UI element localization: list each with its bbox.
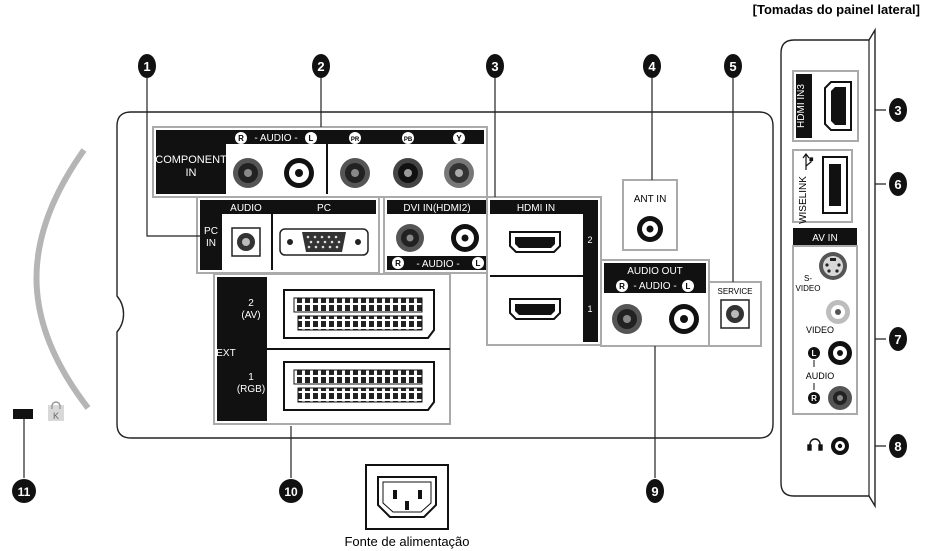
side-wiselink-block: WISELINK (792, 149, 853, 224)
svg-text:1: 1 (143, 59, 150, 74)
side-hdmi3-block: HDMI IN3 (792, 70, 859, 142)
y-badge (453, 132, 465, 144)
pc-vga-port[interactable] (279, 228, 369, 256)
svg-text:3: 3 (894, 103, 901, 118)
ant-in-label: ANT IN (634, 194, 667, 205)
pc-label: PC (317, 203, 331, 214)
svg-text:L: L (812, 349, 817, 358)
cable-curve (33, 148, 91, 410)
svg-text:8: 8 (894, 439, 901, 454)
service-block: SERVICE (708, 281, 762, 347)
callout-2: 2 (312, 54, 330, 78)
callout-4: 4 (643, 54, 661, 78)
svg-text:R: R (619, 282, 625, 291)
service-label: SERVICE (718, 287, 753, 296)
audio-r-badge (235, 132, 247, 144)
dvi-in-block: DVI IN(HDMI2) R - AUDIO - L (383, 196, 491, 274)
callout-9: 9 (646, 479, 664, 503)
hdmi-port-2-label: 2 (587, 235, 592, 245)
component-label-in: IN (186, 167, 197, 179)
svg-text:R: R (395, 259, 401, 268)
side-av-in-block: AV IN S- VIDEO VIDEO L AUDIO R (792, 228, 858, 415)
svg-text:6: 6 (894, 177, 901, 192)
svg-text:2: 2 (317, 59, 324, 74)
pc-in-label: PC (204, 226, 218, 237)
usb-icon (802, 153, 814, 170)
svg-text:11: 11 (18, 485, 31, 499)
svg-text:7: 7 (894, 332, 901, 347)
svg-text:R: R (811, 394, 817, 403)
svg-text:PR: PR (351, 137, 360, 143)
hdmi-port-1[interactable] (509, 298, 561, 320)
headphone-icon (807, 438, 823, 451)
component-audio-label: - AUDIO - (254, 133, 297, 144)
hdmi-port-2[interactable] (509, 231, 561, 253)
ext-1-label: 1 (248, 372, 254, 383)
hdmi-in-block: HDMI IN 2 1 (486, 196, 602, 346)
pr-badge (349, 132, 361, 144)
ant-in-block: ANT IN (622, 179, 678, 251)
kensington-slot (13, 409, 33, 419)
ext-2-label: 2 (248, 298, 254, 309)
video-label: VIDEO (806, 325, 834, 335)
av-in-label: AV IN (812, 233, 837, 244)
audio-out-audio-label: - AUDIO - (633, 281, 676, 292)
side-panel-title: [Tomadas do painel lateral] (753, 2, 920, 17)
power-label: Fonte de alimentação (344, 534, 469, 549)
callout-1: 1 (138, 54, 156, 78)
callout-3: 3 (486, 54, 504, 78)
ext-1-rgb-label: (RGB) (237, 384, 265, 395)
svg-text:4: 4 (648, 59, 656, 74)
ext-label: EXT (216, 348, 235, 359)
svg-text:PB: PB (404, 137, 413, 143)
svg-text:K: K (53, 411, 59, 421)
svg-text:Y: Y (456, 134, 462, 143)
hdmi-title: HDMI IN (517, 203, 555, 214)
pc-audio-jack[interactable] (231, 227, 261, 257)
side-hdmi3-port[interactable] (824, 81, 852, 131)
callout-10: 10 (279, 479, 303, 503)
ext-block: EXT 2 (AV) 1 (RGB) (213, 273, 451, 425)
audio-out-block: AUDIO OUT R - AUDIO - L (600, 259, 710, 347)
pc-audio-label: AUDIO (230, 203, 262, 214)
callout-7: 7 (889, 327, 907, 351)
component-in-block: COMPONENT IN R - AUDIO - L PR PB Y (152, 126, 488, 198)
dvi-title: DVI IN(HDMI2) (403, 203, 470, 214)
svg-text:9: 9 (651, 484, 658, 499)
callout-3-side: 3 (889, 98, 907, 122)
audio-out-title: AUDIO OUT (627, 266, 683, 277)
pc-in-label-in: IN (206, 238, 216, 249)
svideo-label-2: VIDEO (796, 284, 821, 293)
svg-text:5: 5 (729, 59, 736, 74)
callout-6: 6 (889, 172, 907, 196)
wiselink-label: WISELINK (798, 176, 809, 224)
dvi-audio-label: - AUDIO - (416, 259, 459, 270)
pc-in-block: PC IN AUDIO PC (196, 196, 380, 274)
callout-leader-lines (23, 78, 886, 478)
svideo-label: S- (804, 274, 812, 283)
ext-2-av-label: (AV) (241, 310, 260, 321)
hdmi-port-1-label: 1 (587, 304, 592, 314)
power-socket[interactable] (365, 464, 449, 530)
pb-badge (402, 132, 414, 144)
scart-port-1[interactable] (283, 361, 435, 411)
callout-5: 5 (724, 54, 742, 78)
svg-text:10: 10 (284, 485, 298, 499)
svg-text:L: L (309, 134, 314, 143)
audio-l-badge (305, 132, 317, 144)
callout-11: 11 (12, 479, 36, 503)
svg-text:3: 3 (491, 59, 498, 74)
component-label: COMPONENT (155, 154, 227, 166)
hdmi3-label: HDMI IN3 (796, 84, 807, 128)
svg-text:R: R (238, 134, 244, 143)
callout-8: 8 (889, 434, 907, 458)
scart-port-2[interactable] (283, 289, 435, 339)
side-audio-label: AUDIO (806, 371, 835, 381)
svg-text:L: L (686, 282, 691, 291)
svg-text:L: L (476, 259, 481, 268)
